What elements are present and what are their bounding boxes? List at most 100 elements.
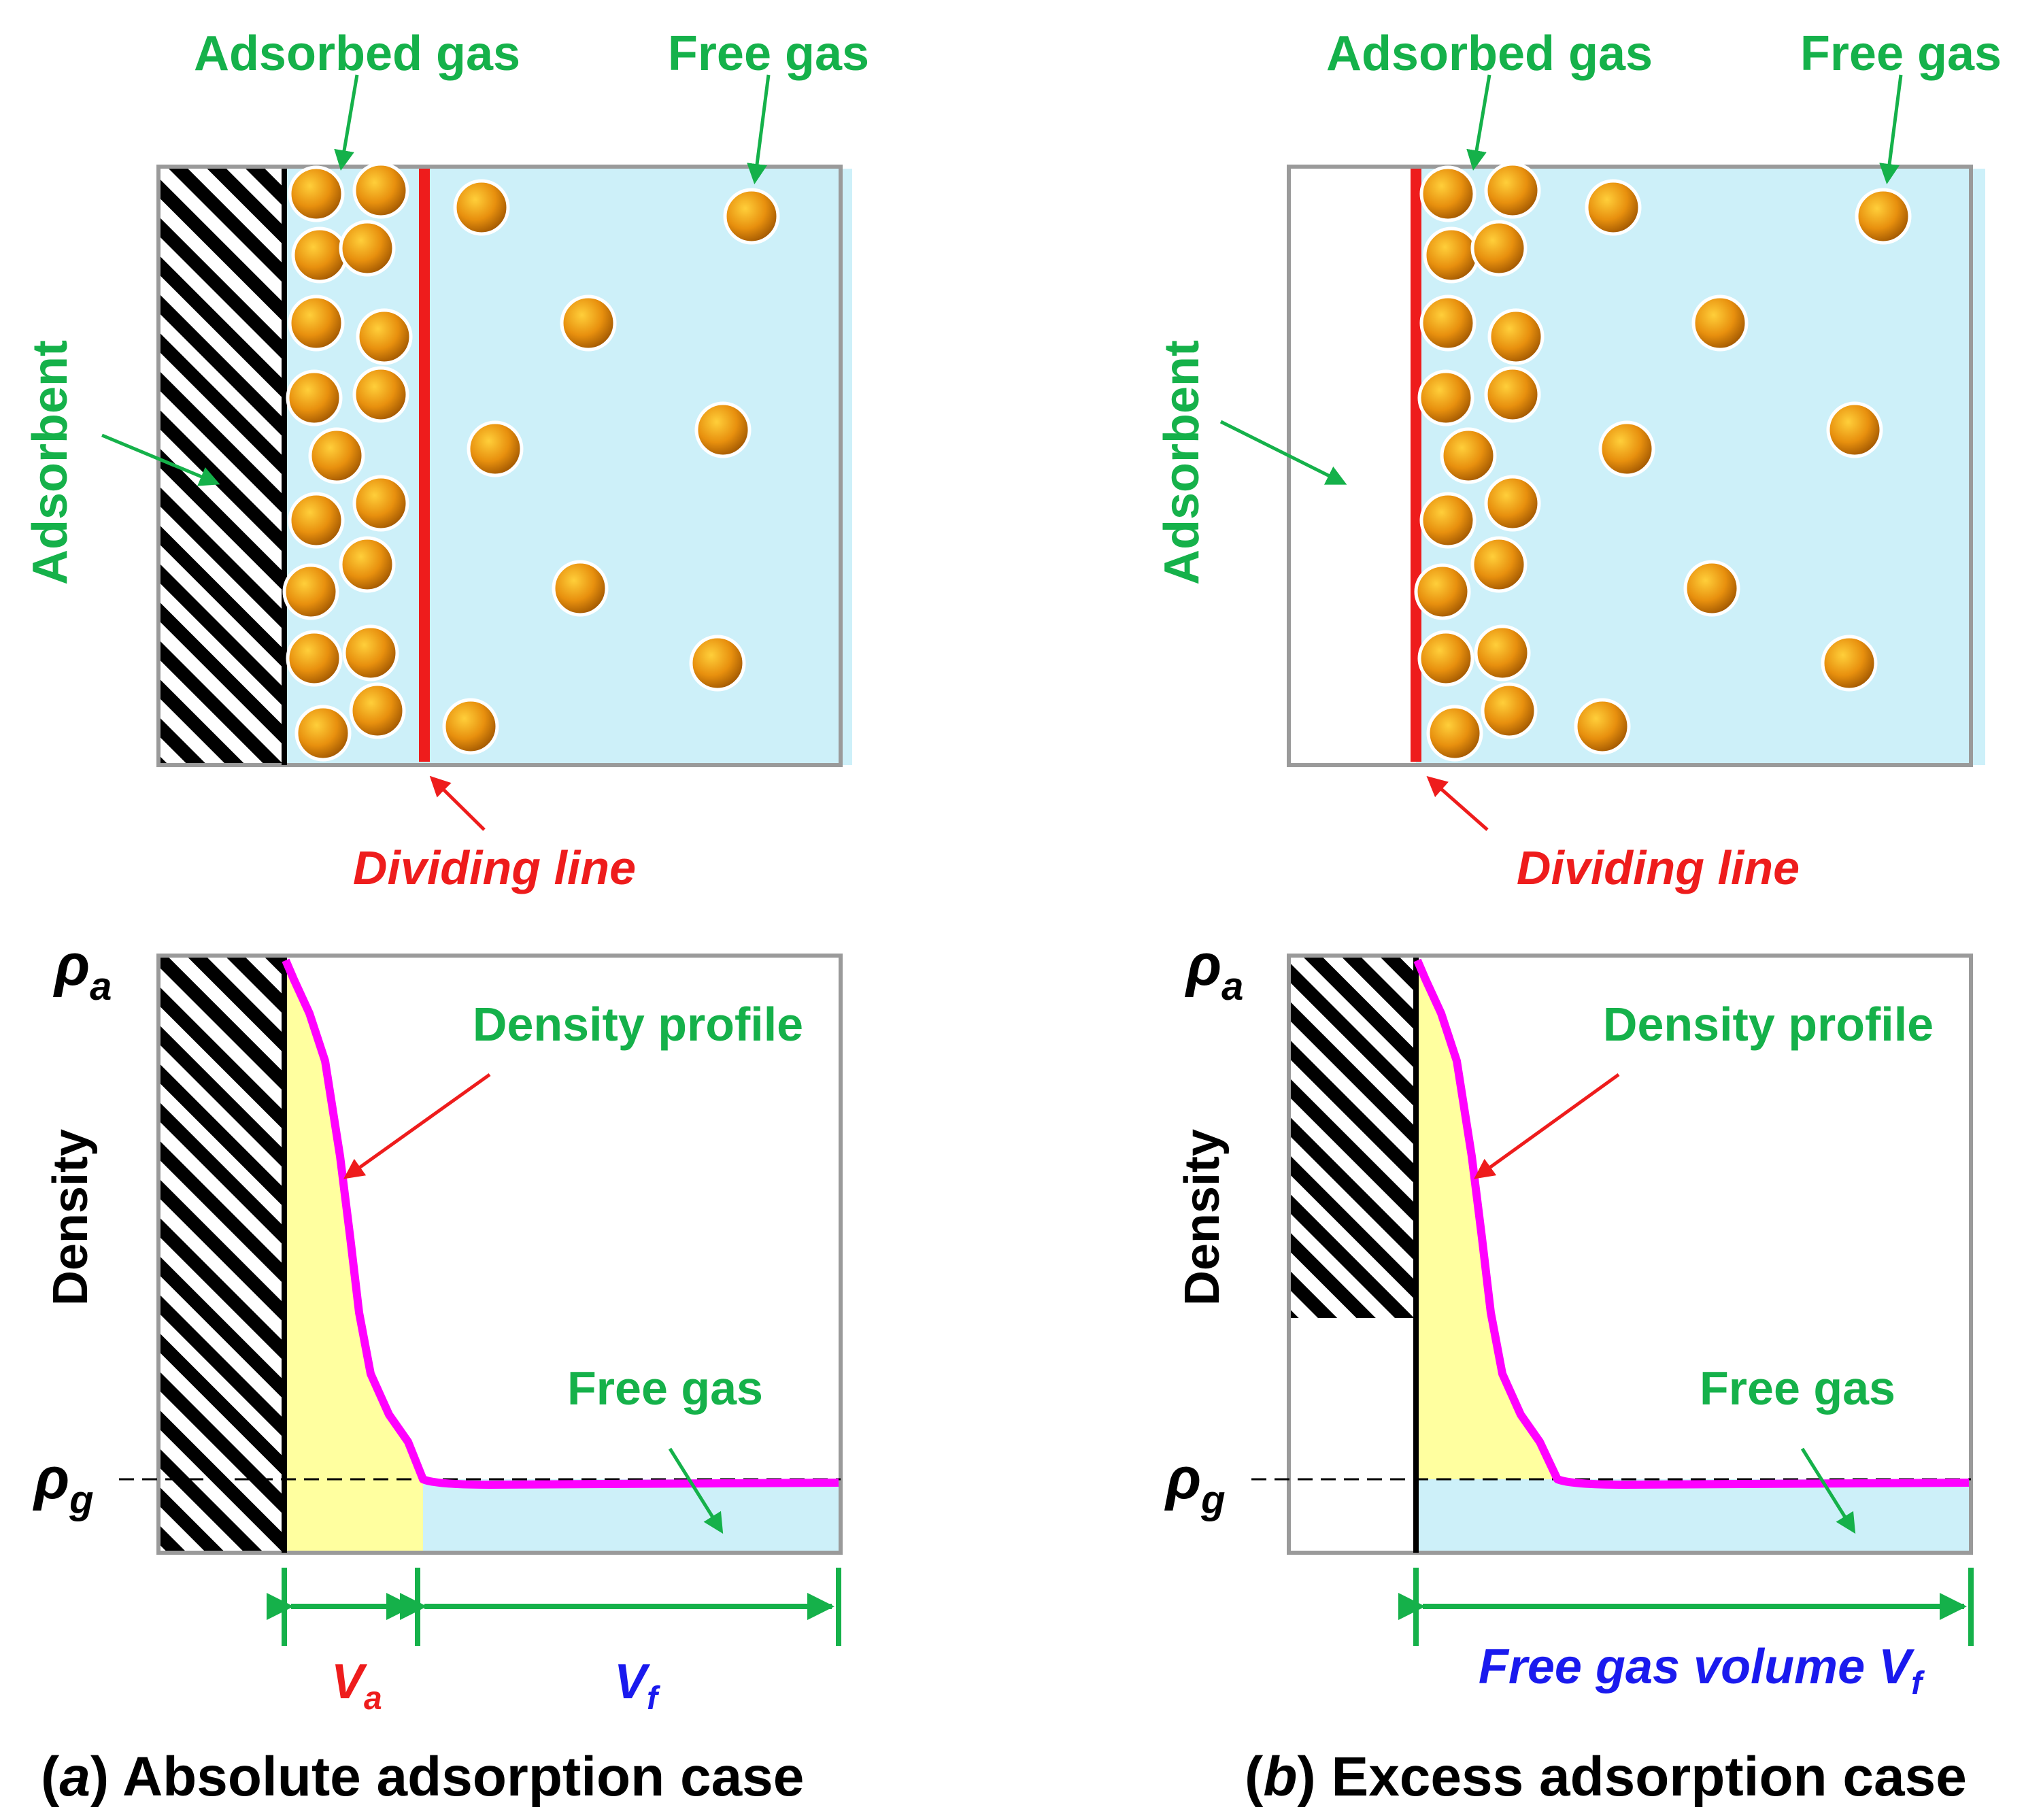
- gas-particle: [1423, 226, 1480, 284]
- gas-particle: [1440, 427, 1497, 484]
- arrow-adsorbed-b: [1466, 74, 1491, 171]
- gas-particle: [694, 401, 752, 458]
- gas-particle: [1484, 475, 1541, 532]
- arrow-dividing-a: [429, 775, 486, 831]
- gas-particle: [352, 162, 409, 219]
- gas-particle: [1484, 162, 1541, 219]
- label-vf-a: Vf: [614, 1655, 660, 1717]
- label-density-b: Density: [1175, 1129, 1230, 1306]
- gas-particle: [1470, 536, 1528, 593]
- label-adsorbent-b: Adsorbent: [1155, 340, 1209, 585]
- plot-box: [1287, 954, 1973, 1555]
- label-rho-a-b: ρa: [1185, 932, 1243, 1009]
- label-adsorbent-a: Adsorbent: [23, 340, 78, 585]
- particles-b: [1414, 162, 1912, 762]
- gas-particle: [308, 427, 365, 484]
- gas-particle: [356, 308, 413, 365]
- label-free-gas-volume-b: Free gas volume Vf: [1479, 1640, 1925, 1702]
- caption-b: (b) Excess adsorption case: [1245, 1746, 1967, 1808]
- arrow-density-a: [343, 1073, 491, 1179]
- gas-particle: [342, 624, 399, 681]
- gas-particle: [1419, 294, 1477, 352]
- gas-particle: [1855, 188, 1912, 245]
- label-density-profile-a: Density profile: [473, 998, 803, 1051]
- gas-particle: [339, 220, 396, 277]
- label-va: Va: [331, 1655, 382, 1717]
- gas-particle: [723, 188, 780, 245]
- gas-particle: [1826, 401, 1883, 458]
- gas-particle: [349, 682, 406, 739]
- label-dividing-line-b: Dividing line: [1517, 841, 1800, 894]
- arrow-free-a: [747, 74, 771, 184]
- density-profile-curve: [282, 958, 839, 1489]
- label-free-gas-plot-a: Free gas: [567, 1362, 763, 1415]
- gas-particle: [1484, 366, 1541, 423]
- container-box: [1287, 165, 1973, 767]
- gas-particle: [1487, 308, 1545, 365]
- gas-particle: [1474, 624, 1531, 681]
- gas-particle: [1821, 635, 1878, 692]
- gas-particle: [288, 165, 345, 222]
- arrows: [101, 74, 1903, 1534]
- gas-particle: [288, 294, 345, 352]
- label-free-gas-plot-b: Free gas: [1700, 1362, 1895, 1415]
- gas-particle: [352, 366, 409, 423]
- adsorbed-area: [1417, 960, 1557, 1479]
- gas-particle: [288, 492, 345, 549]
- label-dividing-line-a: Dividing line: [353, 841, 636, 894]
- gas-particle: [1598, 420, 1655, 477]
- arrow-density-b: [1474, 1073, 1620, 1179]
- free-gas-area: [1417, 1479, 1971, 1553]
- dimension-lines-a: [267, 1568, 841, 1646]
- panel-b-density-plot: [1251, 954, 1973, 1555]
- gas-particle: [453, 179, 510, 236]
- gas-particle: [1419, 165, 1477, 222]
- panel-a-density-plot: [119, 954, 843, 1555]
- arrow-dividing-b: [1426, 776, 1489, 831]
- arrow-freegas-plot-a: [668, 1447, 724, 1534]
- gas-particle: [1691, 294, 1749, 352]
- plot-hatch: [158, 958, 284, 1553]
- gas-particle: [1585, 179, 1642, 236]
- plot-box: [156, 954, 843, 1555]
- plot-hatch: [1289, 958, 1416, 1318]
- gas-particle: [286, 630, 343, 687]
- gas-particle: [282, 563, 339, 620]
- panel-a-schematic: [156, 162, 852, 767]
- gas-particle: [1470, 220, 1528, 277]
- label-rho-a-a: ρa: [53, 932, 112, 1009]
- label-free-gas-a: Free gas: [668, 27, 869, 81]
- gas-particle: [560, 294, 617, 352]
- gas-particle: [286, 369, 343, 426]
- gas-particle: [1414, 563, 1471, 620]
- gas-particle: [467, 420, 524, 477]
- label-rho-g-b: ρg: [1164, 1446, 1226, 1522]
- container-box: [156, 165, 843, 767]
- gas-particle: [294, 705, 352, 762]
- panel-b-schematic: [1287, 162, 1985, 767]
- particles-a: [282, 162, 780, 762]
- gas-particle: [1574, 698, 1631, 755]
- label-adsorbed-gas-a: Adsorbed gas: [194, 27, 520, 81]
- caption-a: (a) Absolute adsorption case: [41, 1746, 804, 1808]
- label-adsorbed-gas-b: Adsorbed gas: [1326, 27, 1653, 81]
- free-gas-area: [423, 1479, 841, 1553]
- label-rho-g-a: ρg: [33, 1446, 94, 1522]
- arrow-adsorbed-a: [334, 74, 359, 171]
- gas-particle: [291, 226, 348, 284]
- gas-particle: [339, 536, 396, 593]
- arrow-free-b: [1879, 74, 1903, 184]
- density-profile-curve: [1413, 958, 1970, 1489]
- label-density-a: Density: [44, 1129, 98, 1306]
- arrow-freegas-plot-b: [1800, 1447, 1856, 1534]
- arrow-adsorbent-b: [1219, 420, 1347, 485]
- gas-particle: [1481, 682, 1538, 739]
- gas-particle: [352, 475, 409, 532]
- label-density-profile-b: Density profile: [1603, 998, 1934, 1051]
- label-free-gas-b: Free gas: [1800, 27, 2002, 81]
- gas-particle: [1683, 560, 1740, 617]
- gas-particle: [1426, 705, 1483, 762]
- gas-particle: [442, 698, 499, 755]
- gas-particle: [689, 635, 746, 692]
